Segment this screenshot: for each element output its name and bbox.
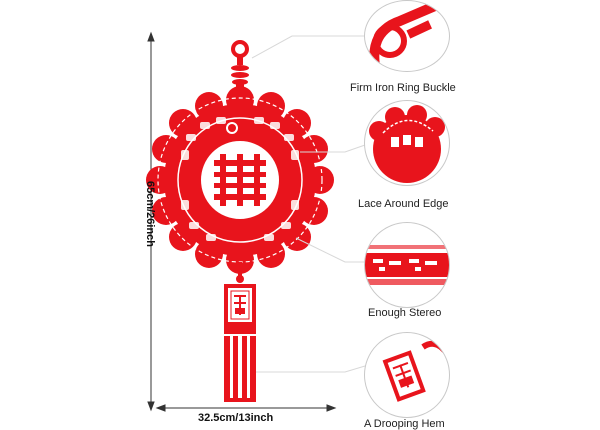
ring-buckle-closeup [369, 1, 437, 67]
detail-ring-buckle [364, 0, 450, 72]
detail-lace-edge [364, 100, 450, 186]
height-label: 65cm/26inch [144, 180, 156, 248]
width-label: 32.5cm/13inch [198, 412, 274, 424]
fu-tassel [224, 284, 256, 402]
stereo-closeup [365, 245, 449, 285]
hem-closeup [382, 340, 448, 402]
lace-edge-closeup [369, 105, 445, 183]
feature-label-4: A Drooping Hem [364, 418, 445, 430]
height-dimension-line [147, 31, 155, 412]
feature-label-2: Lace Around Edge [358, 198, 449, 210]
detail-stereo [364, 222, 450, 308]
detail-drooping-hem [364, 332, 450, 418]
width-dimension-line [155, 404, 337, 412]
feature-label-1: Firm Iron Ring Buckle [350, 82, 456, 94]
leader-lines [251, 35, 366, 373]
ornament-disc [146, 86, 334, 274]
feature-label-3: Enough Stereo [368, 307, 442, 319]
tassel-connector [236, 262, 244, 283]
